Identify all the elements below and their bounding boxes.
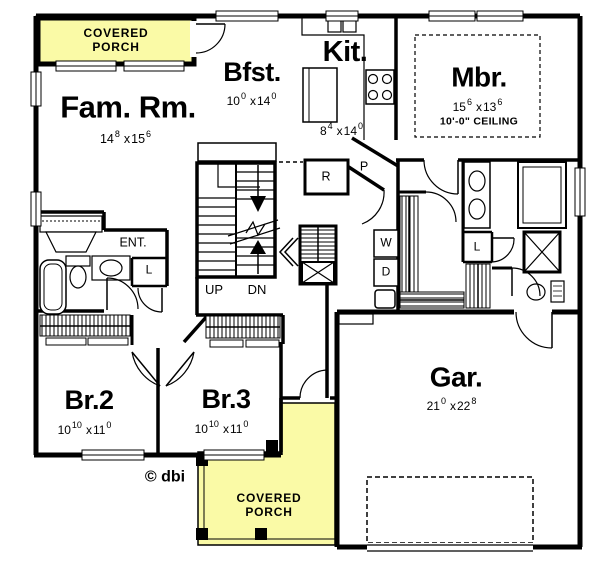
fam-rm-label: Fam. Rm. — [60, 89, 196, 125]
master-tub — [517, 161, 567, 229]
pantry-door — [361, 189, 385, 225]
bfst-label: Bfst. — [223, 56, 281, 87]
kitchen-counter — [301, 16, 365, 140]
garage-features — [366, 476, 534, 553]
br3-door — [165, 351, 195, 387]
linen1-door — [137, 287, 163, 313]
br2-label: Br.2 — [64, 384, 114, 415]
refrigerator — [303, 158, 350, 196]
doors — [131, 21, 553, 399]
kitchen-island — [302, 67, 338, 123]
copyright-dbi: © dbi — [144, 468, 186, 486]
covered-porch-bottom-area — [196, 402, 336, 546]
toilet-master — [526, 283, 546, 301]
covered-porch-top-label: COVERED PORCH — [83, 26, 149, 54]
washer-box — [373, 229, 399, 258]
entry-label: ENT. — [119, 235, 147, 250]
toilet-tank — [65, 255, 91, 267]
pantry-label: P — [359, 159, 369, 174]
mbr-ceiling-note: 10'-0" CEILING — [439, 115, 519, 128]
br3-label: Br.3 — [201, 383, 251, 414]
kitchen-fixtures — [301, 16, 395, 196]
tray-ceiling-outline — [414, 34, 541, 138]
utility-sink — [374, 289, 396, 309]
laundry-fixtures — [373, 229, 399, 309]
linen1-label: L — [145, 262, 153, 277]
toilet-hall — [69, 265, 87, 289]
garage-door-outline — [366, 476, 534, 544]
garage-step — [338, 313, 374, 325]
garage-entry-door — [515, 311, 553, 349]
windows — [30, 10, 586, 461]
master-suite-fixtures — [399, 34, 567, 309]
staircase — [195, 142, 303, 279]
dryer-box — [373, 258, 399, 287]
interior-walls — [36, 16, 582, 455]
refrigerator-label: R — [321, 169, 331, 184]
linen2-door — [491, 237, 515, 263]
walkin-closet-door — [425, 191, 457, 223]
mbr-door — [423, 159, 459, 195]
bedroom-closets — [39, 314, 281, 348]
stairs-up-label: UP — [204, 282, 224, 298]
gar-label: Gar. — [429, 361, 483, 393]
porch-top-door — [195, 23, 226, 54]
covered-porch-bottom-label: COVERED PORCH — [236, 491, 302, 519]
kit-label: Kit. — [322, 35, 368, 68]
washer-label: W — [380, 235, 392, 250]
dryer-label: D — [381, 264, 391, 279]
mbr-label: Mbr. — [451, 61, 507, 93]
bifold-door — [283, 237, 299, 267]
shower — [39, 215, 103, 233]
linen2-label: L — [473, 239, 481, 254]
hall-bath-fixtures — [39, 215, 163, 315]
kitchen-range — [365, 69, 395, 105]
br2-door — [131, 351, 161, 387]
bath-door — [106, 277, 139, 310]
rear-porch-door — [299, 369, 328, 399]
toilet-room-door — [511, 267, 541, 297]
stairs-dn-label: DN — [247, 282, 267, 298]
hall-closet — [278, 224, 338, 286]
